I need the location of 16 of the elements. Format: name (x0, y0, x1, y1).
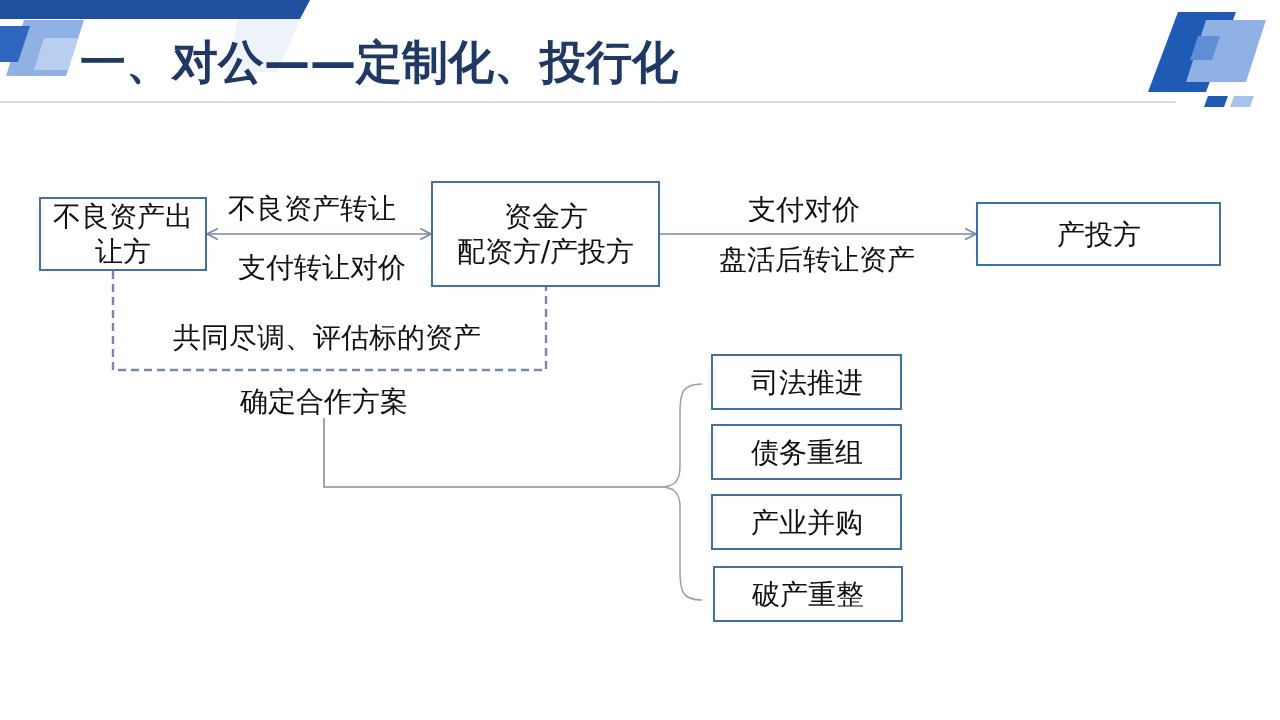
double-arrow (206, 227, 432, 241)
curly-brace (660, 383, 702, 601)
option-box: 司法推进 (711, 354, 902, 410)
slide-title: 一、对公——定制化、投行化 (80, 36, 678, 88)
option-box: 债务重组 (711, 424, 902, 480)
step-label: 确定合作方案 (240, 386, 408, 418)
party-box: 不良资产出让方 (39, 197, 207, 271)
connector-line (323, 417, 661, 488)
dashed-connector (111, 271, 548, 372)
box-text: 资金方 (503, 199, 588, 234)
box-text: 配资方/产投方 (456, 234, 635, 269)
party-box (431, 181, 660, 287)
option-box: 破产重整 (713, 566, 903, 622)
party-box: 产投方 (976, 202, 1221, 266)
arrow (659, 227, 977, 241)
option-box: 产业并购 (711, 494, 902, 550)
